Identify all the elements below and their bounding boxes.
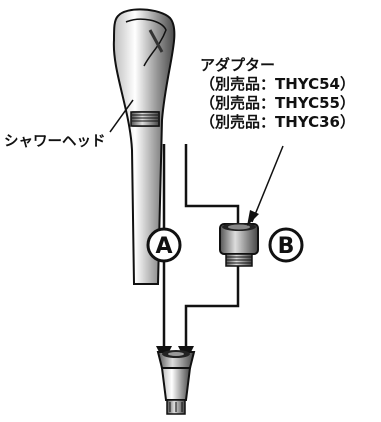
adapter-icon	[219, 223, 259, 267]
adapter-leader	[247, 145, 284, 226]
route-a-badge: A	[146, 227, 182, 263]
adapter-label: アダプター （別売品：THYC54） （別売品：THYC55） （別売品：THY…	[200, 56, 355, 132]
adapter-option-3: （別売品：THYC36）	[200, 113, 355, 131]
shower-head-label: シャワーヘッド	[4, 134, 106, 150]
adapter-option-1: （別売品：THYC54）	[200, 75, 355, 93]
route-a-letter: A	[155, 234, 172, 259]
shower-head-thread	[130, 111, 160, 127]
route-b-badge: B	[268, 227, 304, 263]
adapter-title: アダプター	[200, 56, 276, 74]
hose-connector-icon	[156, 350, 196, 415]
shower-head-leader	[109, 99, 134, 133]
adapter-option-2: （別売品：THYC55）	[200, 94, 355, 112]
route-b-letter: B	[278, 234, 295, 259]
